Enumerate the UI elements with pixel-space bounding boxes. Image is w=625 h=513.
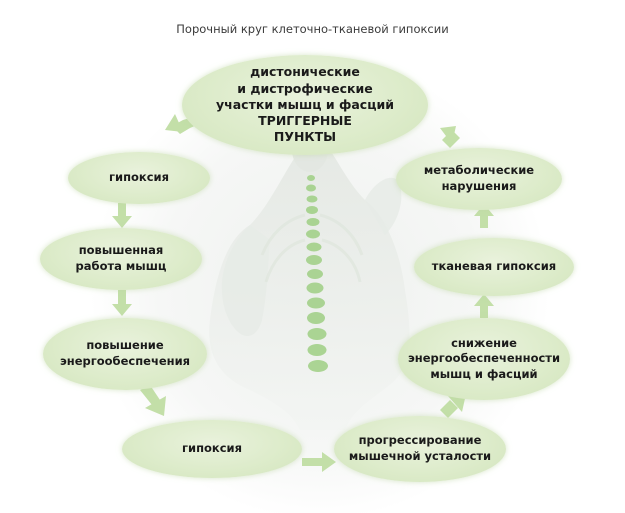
node-trigger-points-line-4: ТРИГГЕРНЫЕ [258, 113, 352, 129]
node-trigger-points-line-2: и дистрофические [237, 80, 373, 96]
node-increased-muscle-work: повышенная работа мышц [40, 228, 202, 290]
node-hypoxia-2: гипоксия [122, 420, 302, 478]
node-tissue-hypoxia: тканевая гипоксия [414, 238, 574, 296]
node-trigger-points: дистонические и дистрофические участки м… [182, 55, 428, 155]
diagram-title: Порочный круг клеточно-тканевой гипоксии [176, 22, 449, 36]
node-metabolic-disorders-line-2: нарушения [441, 179, 517, 193]
node-metabolic-disorders: метаболические нарушения [396, 148, 562, 210]
node-increased-muscle-work-line-1: повышенная [78, 243, 164, 258]
node-increased-energy-supply-line-1: повышение [86, 338, 164, 353]
node-reduced-energy-supply-line-1: снижение [451, 335, 517, 350]
node-reduced-energy-supply-line-3: мышц и фасций [430, 366, 538, 381]
node-trigger-points-line-3: участки мышц и фасций [216, 96, 394, 112]
node-trigger-points-line-5: ПУНКТЫ [273, 129, 337, 145]
node-increased-energy-supply: повышение энергообеспечения [43, 318, 207, 390]
node-hypoxia-1-label: гипоксия [109, 170, 169, 185]
node-hypoxia-2-label: гипоксия [182, 441, 242, 456]
node-increased-muscle-work-line-2: работа мышц [75, 259, 167, 273]
node-reduced-energy-supply: снижение энергообеспеченности мышц и фас… [398, 318, 570, 400]
node-trigger-points-line-1: дистонические [250, 64, 360, 80]
node-progressive-fatigue-line-1: прогрессирование [358, 433, 482, 448]
node-hypoxia-1: гипоксия [68, 152, 210, 204]
node-increased-energy-supply-line-2: энергообеспечения [59, 354, 191, 368]
node-progressive-fatigue: прогрессирование мышечной усталости [334, 416, 506, 482]
node-reduced-energy-supply-line-2: энергообеспеченности [407, 351, 561, 366]
node-metabolic-disorders-line-1: метаболические [423, 163, 535, 178]
node-progressive-fatigue-line-2: мышечной усталости [348, 449, 492, 463]
node-tissue-hypoxia-label: тканевая гипоксия [431, 259, 557, 274]
